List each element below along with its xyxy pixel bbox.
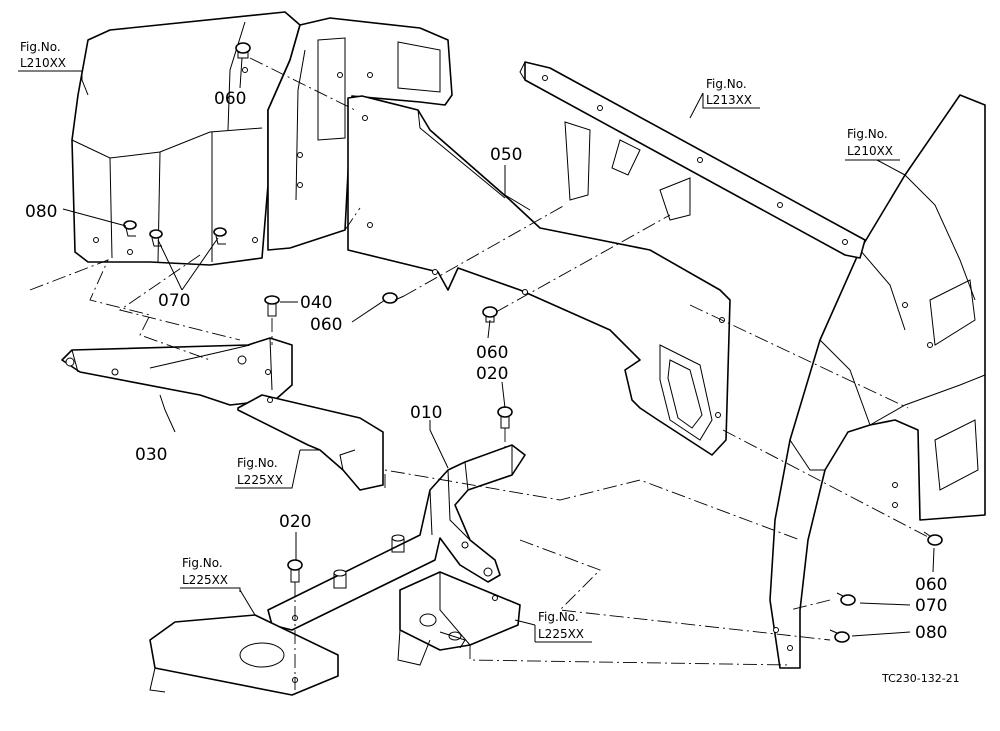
label-060-right: 060 xyxy=(915,575,947,595)
svg-text:L210XX: L210XX xyxy=(847,144,893,158)
bolts xyxy=(123,42,943,643)
bolt-020-lower xyxy=(287,559,303,583)
svg-text:L210XX: L210XX xyxy=(20,56,66,70)
svg-text:Fig.No.: Fig.No. xyxy=(538,610,579,624)
fig-ref-mid-left: Fig.No. L225XX xyxy=(235,449,301,489)
bolt-060-mid xyxy=(482,306,498,323)
bolt-040 xyxy=(264,295,280,317)
label-060-mid-left: 060 xyxy=(310,315,342,335)
leader-lines xyxy=(62,57,935,637)
bolt-020-upper xyxy=(497,406,513,429)
label-070-left: 070 xyxy=(158,291,190,311)
fig-ref-top-right: Fig.No. L210XX xyxy=(845,127,900,161)
label-050: 050 xyxy=(490,145,522,165)
figure-references: Fig.No. L210XX Fig.No. L213XX Fig.No. L2… xyxy=(18,40,900,643)
side-frame-panel xyxy=(267,17,453,251)
hinge-bracket-assembly xyxy=(397,571,521,666)
bolt-060-top xyxy=(235,42,251,59)
label-060-mid: 060 xyxy=(476,343,508,363)
right-fender-panel xyxy=(769,94,986,669)
lower-mount-plate-center xyxy=(149,614,339,696)
bolt-070-right xyxy=(836,592,856,606)
label-020-lower: 020 xyxy=(279,512,311,532)
bolt-070-left-a xyxy=(149,229,163,247)
fig-ref-bottom-left: Fig.No. L225XX xyxy=(180,556,241,592)
label-070-right: 070 xyxy=(915,596,947,616)
svg-text:L225XX: L225XX xyxy=(237,473,283,487)
assembly-lines xyxy=(29,57,931,690)
left-fender-panel xyxy=(71,11,301,266)
label-080-right: 080 xyxy=(915,623,947,643)
label-060-top: 060 xyxy=(214,89,246,109)
svg-text:L213XX: L213XX xyxy=(706,93,752,107)
top-frame-rail xyxy=(519,61,866,259)
svg-text:Fig.No.: Fig.No. xyxy=(182,556,223,570)
bolt-080-left xyxy=(123,220,137,237)
label-030: 030 xyxy=(135,445,167,465)
fig-ref-top-left: Fig.No. L210XX xyxy=(18,40,83,80)
label-020-upper: 020 xyxy=(476,364,508,384)
svg-text:Fig.No.: Fig.No. xyxy=(847,127,888,141)
label-040: 040 xyxy=(300,293,332,313)
svg-text:Fig.No.: Fig.No. xyxy=(706,77,747,91)
fig-ref-bottom-center: Fig.No. L225XX xyxy=(534,610,592,643)
bolt-060-mid-left xyxy=(382,292,405,304)
bolt-080-right xyxy=(829,629,850,643)
part-labels: 060 080 070 040 060 050 060 020 030 010 … xyxy=(25,89,947,643)
bolt-060-right xyxy=(923,531,943,546)
svg-text:Fig.No.: Fig.No. xyxy=(20,40,61,54)
part-050-side-cover xyxy=(347,95,731,456)
svg-text:L225XX: L225XX xyxy=(182,573,228,587)
svg-text:Fig.No.: Fig.No. xyxy=(237,456,278,470)
drawing-code: TC230-132-21 xyxy=(881,672,960,685)
part-030-bracket xyxy=(61,337,293,406)
label-080-left: 080 xyxy=(25,202,57,222)
bolt-070-left-b xyxy=(213,227,227,245)
label-010: 010 xyxy=(410,403,442,423)
lower-mount-plate-left xyxy=(237,394,384,491)
fig-ref-top-center: Fig.No. L213XX xyxy=(702,77,760,109)
svg-text:L225XX: L225XX xyxy=(538,627,584,641)
